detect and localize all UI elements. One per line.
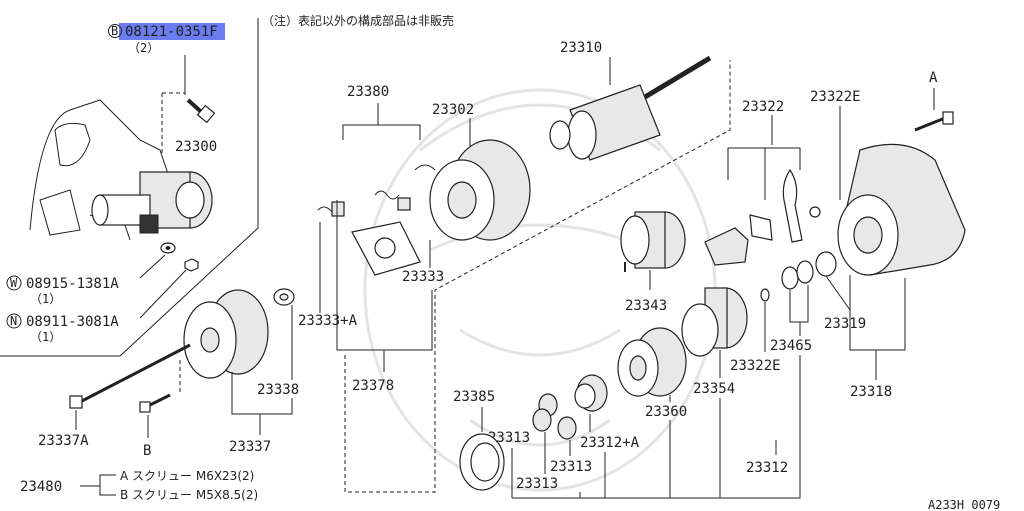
- section-divider: [0, 18, 259, 357]
- end-frame-23302[interactable]: [414, 139, 531, 241]
- label-23313-b: 23313: [550, 459, 592, 475]
- label-23465: 23465: [770, 338, 812, 354]
- label-23322E-mid: 23322E: [730, 358, 781, 374]
- washer-qty: （1）: [30, 292, 61, 306]
- label-23380: 23380: [347, 84, 389, 100]
- housing-23318[interactable]: [837, 143, 966, 276]
- label-23360: 23360: [645, 404, 687, 420]
- note-text: （注）表記以外の構成部品は非販売: [262, 13, 454, 28]
- label-23312A: 23312+A: [580, 435, 640, 451]
- clip-icon: [809, 206, 821, 218]
- armature-23310[interactable]: [549, 55, 712, 161]
- label-23337A: 23337A: [38, 433, 89, 449]
- label-23337: 23337: [229, 439, 271, 455]
- screw-legend-b: B スクリュー M5X8.5(2): [120, 488, 258, 502]
- clip-e-icon: [760, 288, 770, 302]
- brush-plate-icon: [351, 221, 421, 276]
- washer-callout[interactable]: W 08915-1381A （1）: [6, 275, 119, 306]
- starter-assembly-23300[interactable]: [91, 171, 213, 234]
- label-23313-a: 23313: [488, 430, 530, 446]
- label-23480: 23480: [20, 479, 62, 495]
- highlight-box: [119, 23, 225, 40]
- bolt-circle-letter: B: [111, 24, 118, 38]
- brush-spring-icon: [317, 190, 411, 217]
- bolt-a-icon: [914, 111, 954, 132]
- label-23333: 23333: [402, 269, 444, 285]
- planet-gears-23313: [532, 393, 577, 440]
- b-circle-icon: [108, 24, 122, 38]
- label-23322: 23322: [742, 99, 784, 115]
- screw-b-icon: [139, 393, 171, 413]
- ring-23465: [781, 260, 814, 290]
- label-23333A: 23333+A: [298, 313, 358, 329]
- nut-icon: [184, 258, 199, 272]
- through-bolt-icon: [69, 343, 191, 409]
- bolt-callout[interactable]: B 08121-0351F （2）: [108, 23, 226, 55]
- svg-text:W: W: [10, 276, 18, 290]
- bolt-qty: （2）: [128, 41, 159, 55]
- screw-legend-a: A スクリュー M6X23(2): [120, 469, 254, 483]
- label-23312: 23312: [746, 460, 788, 476]
- label-23385: 23385: [453, 389, 495, 405]
- nut-part-number: 08911-3081A: [26, 314, 119, 330]
- label-23378: 23378: [352, 378, 394, 394]
- label-23354: 23354: [693, 381, 735, 397]
- label-23338: 23338: [257, 382, 299, 398]
- rear-cover-23337[interactable]: [183, 289, 269, 379]
- label-23343: 23343: [625, 298, 667, 314]
- svg-text:N: N: [10, 314, 17, 328]
- carrier-23312A: [574, 374, 608, 412]
- label-23310: 23310: [560, 40, 602, 56]
- lever-set-23322[interactable]: [704, 168, 803, 266]
- bushing-23338: [273, 288, 295, 306]
- dashed-boundary: [344, 60, 731, 493]
- label-23302: 23302: [432, 102, 474, 118]
- seal-23385[interactable]: [459, 433, 505, 491]
- washer-part-number: 08915-1381A: [26, 276, 119, 292]
- label-23318: 23318: [850, 384, 892, 400]
- screw-legend: 23480 A スクリュー M6X23(2) B スクリュー M5X8.5(2): [20, 469, 258, 502]
- label-b-bottom: B: [143, 443, 151, 459]
- label-23300: 23300: [175, 139, 217, 155]
- bearing-23319: [815, 251, 837, 277]
- solenoid-23343[interactable]: [620, 211, 686, 272]
- nut-qty: （1）: [30, 330, 61, 344]
- label-a-top: A: [929, 70, 938, 86]
- bolt-icon: [186, 98, 216, 124]
- nut-callout[interactable]: N 08911-3081A （1）: [6, 313, 119, 344]
- gear-23360[interactable]: [617, 327, 687, 397]
- label-23319: 23319: [824, 316, 866, 332]
- figure-code: A233H 0079: [928, 498, 1000, 511]
- bolt-part-number: 08121-0351F: [125, 24, 218, 40]
- label-23322E-top: 23322E: [810, 89, 861, 105]
- pinion-23354[interactable]: [681, 287, 748, 357]
- label-23313-c: 23313: [516, 476, 558, 492]
